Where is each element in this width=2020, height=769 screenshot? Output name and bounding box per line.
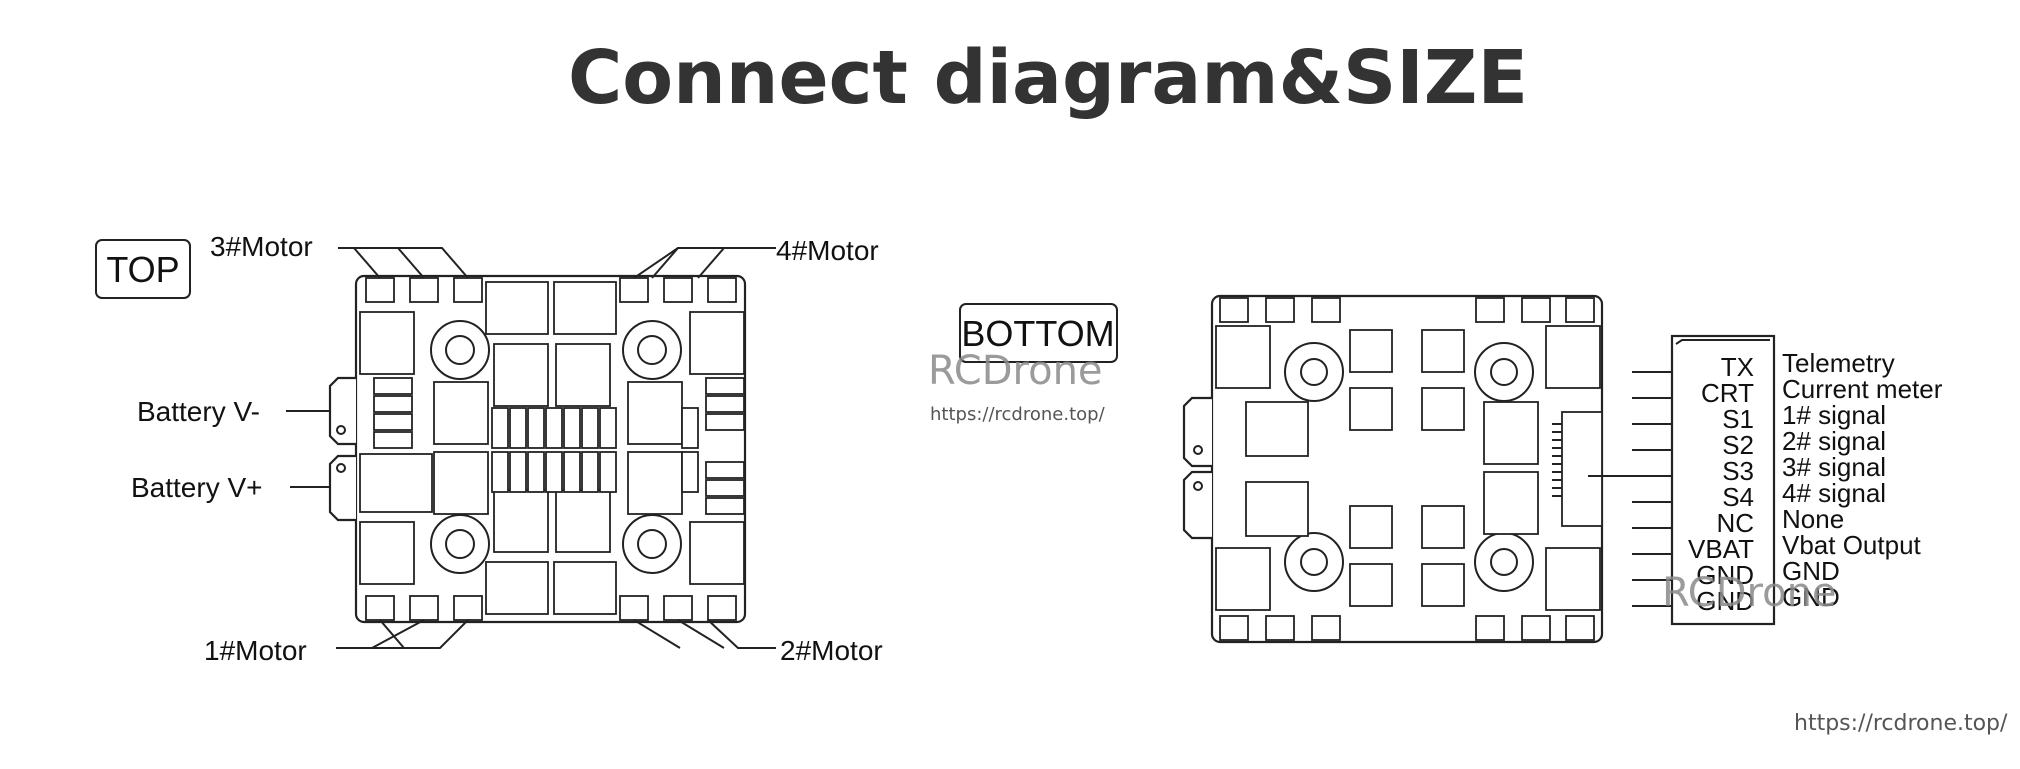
motor3-pad-a	[365, 277, 395, 303]
bottom-tab-upper-hole	[1193, 445, 1203, 455]
motor3-label: 3#Motor	[210, 231, 313, 262]
pin-name: VBAT	[1688, 534, 1754, 564]
top-components	[359, 281, 745, 615]
motor4-pad-a	[619, 277, 649, 303]
pin-row: S1 1# signal	[1632, 400, 1886, 434]
motor2-pad-b	[663, 595, 693, 621]
top-mount-hole-bl	[430, 514, 490, 574]
motor2-pad-c	[707, 595, 737, 621]
watermark-url: https://rcdrone.top/	[930, 404, 1106, 425]
motor1-label: 1#Motor	[204, 635, 307, 666]
battery-neg-label: Battery V-	[137, 396, 260, 427]
top-mount-hole-tr	[622, 320, 682, 380]
battery-pos-hole	[336, 463, 346, 473]
pin-name: CRT	[1701, 378, 1754, 408]
bottom-view: BOTTOM	[959, 294, 1943, 644]
battery-neg-hole	[336, 425, 346, 435]
signal-connector-plug	[1670, 334, 1776, 626]
battery-pos-label: Battery V+	[131, 472, 263, 503]
bottom-tag-label: BOTTOM	[961, 313, 1114, 354]
bottom-tab-upper	[1182, 396, 1212, 468]
pin-name: S1	[1722, 404, 1754, 434]
watermark-brand-2: RCDrone	[1662, 570, 1837, 616]
motor2-pad-a	[619, 595, 649, 621]
top-leader-lines	[286, 247, 776, 649]
pin-row: S4 4# signal	[1632, 478, 1886, 512]
pin-name: GND	[1696, 560, 1754, 590]
bottom-mount-hole-bl	[1284, 532, 1344, 592]
pin-row: VBAT Vbat Output	[1632, 530, 1922, 564]
pin-description: Current meter	[1782, 374, 1943, 404]
pin-description: None	[1782, 504, 1844, 534]
top-mount-hole-tl	[430, 320, 490, 380]
motor1-pad-a	[365, 595, 395, 621]
motor4-pad-c	[707, 277, 737, 303]
pin-row: TX Telemetry	[1632, 348, 1895, 382]
motor2-label: 2#Motor	[780, 635, 883, 666]
motor3-pad-b	[409, 277, 439, 303]
pin-name: S4	[1722, 482, 1754, 512]
bottom-tag-box	[959, 303, 1118, 363]
pin-name: S3	[1722, 456, 1754, 486]
motor3-pad-c	[453, 277, 483, 303]
pin-description: Telemetry	[1782, 348, 1895, 378]
pin-name: GND	[1696, 586, 1754, 616]
bottom-components	[1215, 325, 1601, 611]
pin-name: NC	[1716, 508, 1754, 538]
pin-row: S3 3# signal	[1632, 452, 1886, 486]
footer-url: https://rcdrone.top/	[1794, 711, 2008, 736]
page-title: Connect diagram&SIZE	[568, 35, 1528, 121]
pin-description: Vbat Output	[1782, 530, 1922, 560]
top-tag-box	[95, 239, 191, 299]
pin-description: 1# signal	[1782, 400, 1886, 430]
watermark-brand: RCDrone	[928, 348, 1103, 394]
pin-row: GND GND	[1632, 582, 1840, 616]
motor1-pad-b	[409, 595, 439, 621]
bottom-mount-hole-tr	[1474, 342, 1534, 402]
signal-connector-socket	[1552, 411, 1676, 527]
bottom-tab-lower-hole	[1193, 481, 1203, 491]
pin-name: S2	[1722, 430, 1754, 460]
top-mount-hole-br	[622, 514, 682, 574]
pin-description: 4# signal	[1782, 478, 1886, 508]
pin-row: GND GND	[1632, 556, 1840, 590]
pin-description: 3# signal	[1782, 452, 1886, 482]
top-view: TOP	[95, 231, 883, 666]
pin-name: TX	[1721, 352, 1754, 382]
bottom-tab-lower	[1182, 470, 1212, 540]
pin-description: 2# signal	[1782, 426, 1886, 456]
pin-description: GND	[1782, 582, 1840, 612]
pin-description: GND	[1782, 556, 1840, 586]
pin-row: S2 2# signal	[1632, 426, 1886, 460]
bottom-motor-pads	[1219, 297, 1595, 641]
top-tag-label: TOP	[106, 249, 179, 290]
motor1-pad-c	[453, 595, 483, 621]
pin-row: NC None	[1632, 504, 1844, 538]
motor4-label: 4#Motor	[776, 235, 879, 266]
pin-row: CRT Current meter	[1632, 374, 1943, 408]
motor4-pad-b	[663, 277, 693, 303]
bottom-mount-hole-tl	[1284, 342, 1344, 402]
